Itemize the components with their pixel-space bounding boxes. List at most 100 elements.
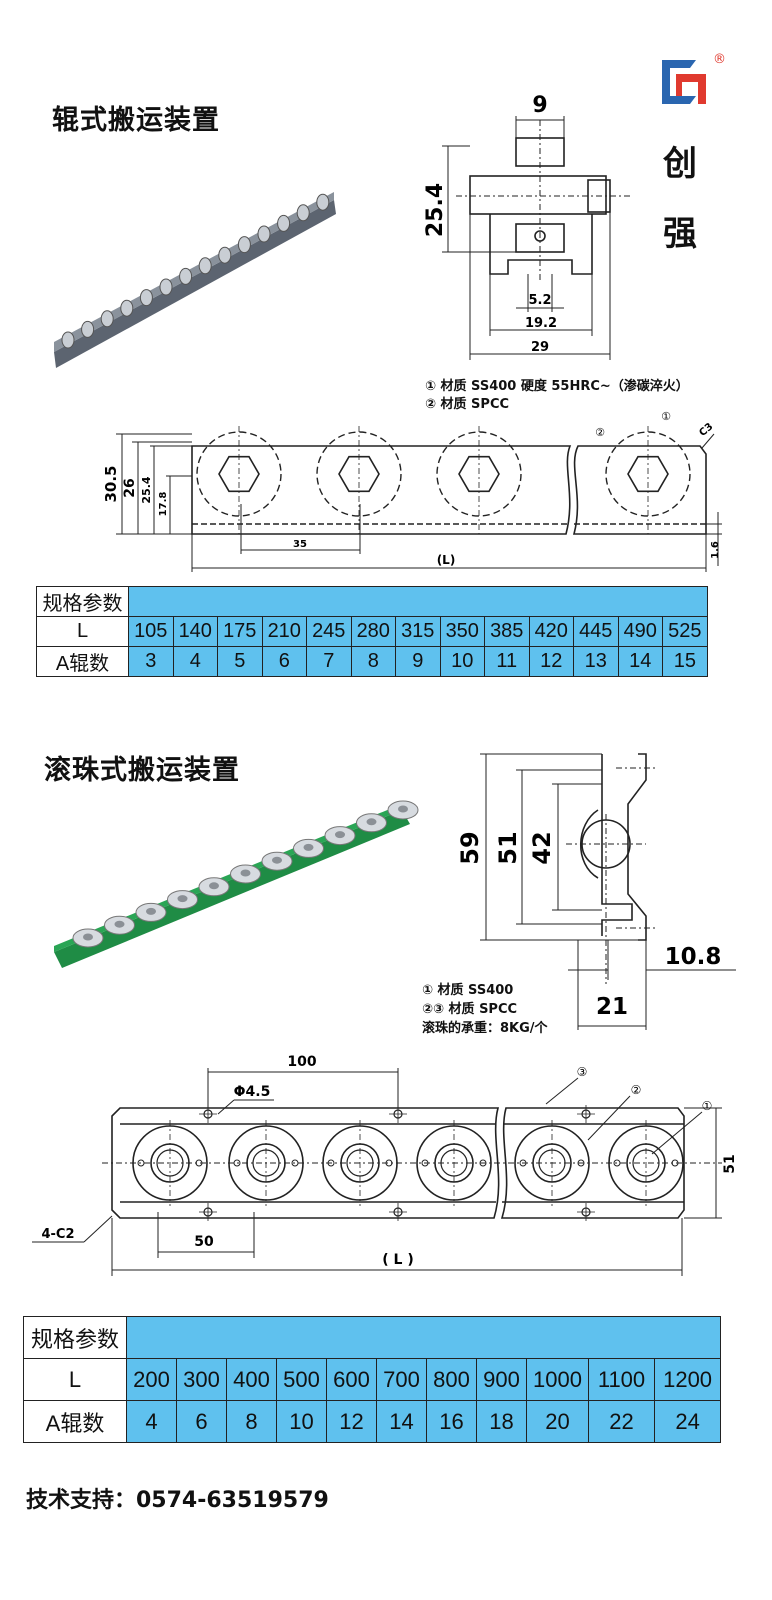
table-cell: 175 (217, 616, 263, 647)
table-cell: 525 (662, 616, 708, 647)
roller-wheel-icon (605, 426, 691, 534)
ball-note-2: ②③ 材质 SPCC (422, 1002, 518, 1017)
roller-note-2: ② 材质 SPCC (425, 397, 510, 412)
roller-wheel-icon (316, 193, 330, 211)
table-cell: 350 (439, 616, 485, 647)
roller-wheel-icon (159, 278, 173, 296)
roller-wheel-icon (316, 426, 402, 534)
table-cell: 600 (326, 1358, 377, 1401)
dim-ball-pitch-100: 100 (287, 1054, 316, 1070)
ball-disc-icon (167, 890, 198, 910)
ball-disc-icon (198, 877, 230, 897)
table-cell: 445 (573, 616, 619, 647)
dim-ball-length: ( L ) (382, 1252, 413, 1268)
table-row: 规格参数 (23, 1316, 722, 1359)
brand-logo (656, 56, 712, 108)
table-row: 规格参数 (36, 586, 708, 617)
dim-inner-width: 19.2 (525, 316, 557, 331)
roller-wheel-icon (81, 320, 95, 338)
mount-hole-icon (577, 1203, 595, 1221)
table-cell: 800 (426, 1358, 477, 1401)
roller-front-drawing: 30.5 26 25.4 17.8 35 (L) 1.6 C3 ② ① (102, 410, 722, 572)
callout-2: ② (631, 1083, 642, 1097)
ball-note-1: ① 材质 SS400 (422, 983, 514, 998)
table-cell: 140 (172, 616, 218, 647)
row-label-A: A辊数 (36, 646, 129, 677)
dim-front-height-25-4: 25.4 (140, 476, 153, 503)
table-header-label: 规格参数 (23, 1316, 127, 1359)
table-cell: 490 (617, 616, 663, 647)
dim-front-length: (L) (437, 553, 456, 567)
dim-roller-height: 25.4 (423, 183, 448, 237)
table-cell: 210 (261, 616, 307, 647)
mount-hole-icon (577, 1105, 595, 1123)
table-cell: 11 (484, 646, 530, 677)
table-row-length: L 105 140 175 210 245 280 315 350 385 42… (36, 616, 708, 647)
dim-front-height-26: 26 (122, 478, 138, 497)
roller-wheel-icon (436, 426, 522, 534)
table-cell: 3 (128, 646, 174, 677)
dim-hole-pitch-50: 50 (194, 1234, 214, 1250)
dim-ball-height-59: 59 (456, 831, 484, 864)
ball-top-drawing: 100 Φ4.5 4-C2 50 ( L ) 51 ③ ② ① (32, 1054, 738, 1276)
table-cell: 24 (653, 1400, 722, 1443)
dim-slot-width: 5.2 (528, 293, 551, 308)
ball-disc-icon (104, 915, 135, 935)
dim-front-height-17-8: 17.8 (158, 492, 169, 517)
callout-1: ① (702, 1099, 713, 1113)
ball-disc-icon (356, 813, 387, 833)
table-cell: 1000 (526, 1358, 589, 1401)
table-cell: 900 (476, 1358, 527, 1401)
ball-disc-icon (72, 928, 104, 948)
roller-wheel-icon (198, 257, 212, 275)
ball-disc-icon (387, 800, 419, 820)
registered-mark: ® (713, 52, 726, 67)
roller-wheel-icon (257, 225, 271, 243)
row-label-L: L (23, 1358, 127, 1401)
roller-wheel-icon (237, 236, 251, 254)
roller-wheel-icon (218, 246, 232, 264)
dim-front-thickness: 1.6 (710, 541, 721, 559)
table-row-rollers: A辊数 3 4 5 6 7 8 9 10 11 12 13 14 15 (36, 646, 708, 677)
dim-outer-width: 29 (531, 340, 549, 355)
table-header-label: 规格参数 (36, 586, 129, 617)
dim-chamfer: 4-C2 (41, 1227, 74, 1242)
table-cell: 22 (588, 1400, 655, 1443)
roller-wheel-icon (277, 214, 291, 232)
table-cell: 16 (426, 1400, 477, 1443)
table-cell: 18 (476, 1400, 527, 1443)
table-cell: 280 (350, 616, 396, 647)
table-cell: 200 (126, 1358, 177, 1401)
ball-disc-icon (230, 864, 261, 884)
table-cell: 4 (172, 646, 218, 677)
tech-support-line: 技术支持：0574-63519579 (26, 1488, 329, 1513)
table-cell: 385 (484, 616, 530, 647)
roller-wheel-icon (196, 426, 282, 534)
table-cell: 6 (261, 646, 307, 677)
table-row-rollers: A辊数 4 6 8 10 12 14 16 18 20 22 24 (23, 1400, 722, 1443)
table-header-fill (128, 586, 708, 617)
ball-disc-icon (324, 826, 356, 846)
table-cell: 300 (176, 1358, 227, 1401)
mount-hole-icon (199, 1203, 217, 1221)
ball-spec-table: 规格参数 L 200 300 400 500 600 700 800 900 1… (23, 1316, 722, 1443)
table-cell: 10 (276, 1400, 327, 1443)
table-cell: 420 (528, 616, 574, 647)
roller-wheel-icon (120, 299, 134, 317)
table-cell: 105 (128, 616, 174, 647)
table-cell: 700 (376, 1358, 427, 1401)
table-cell: 14 (376, 1400, 427, 1443)
ball-product-image (54, 800, 419, 968)
table-cell: 1100 (588, 1358, 655, 1401)
row-label-L: L (36, 616, 129, 647)
roller-wheel-icon (139, 289, 153, 307)
callout-2: ② (595, 426, 605, 439)
mount-hole-icon (389, 1203, 407, 1221)
brand-logo-icon (662, 60, 706, 104)
table-cell: 5 (217, 646, 263, 677)
callout-3: ③ (577, 1065, 588, 1079)
ball-disc-icon (135, 902, 167, 922)
ball-disc-icon (261, 851, 293, 871)
table-cell: 500 (276, 1358, 327, 1401)
table-header-fill (125, 1316, 722, 1359)
